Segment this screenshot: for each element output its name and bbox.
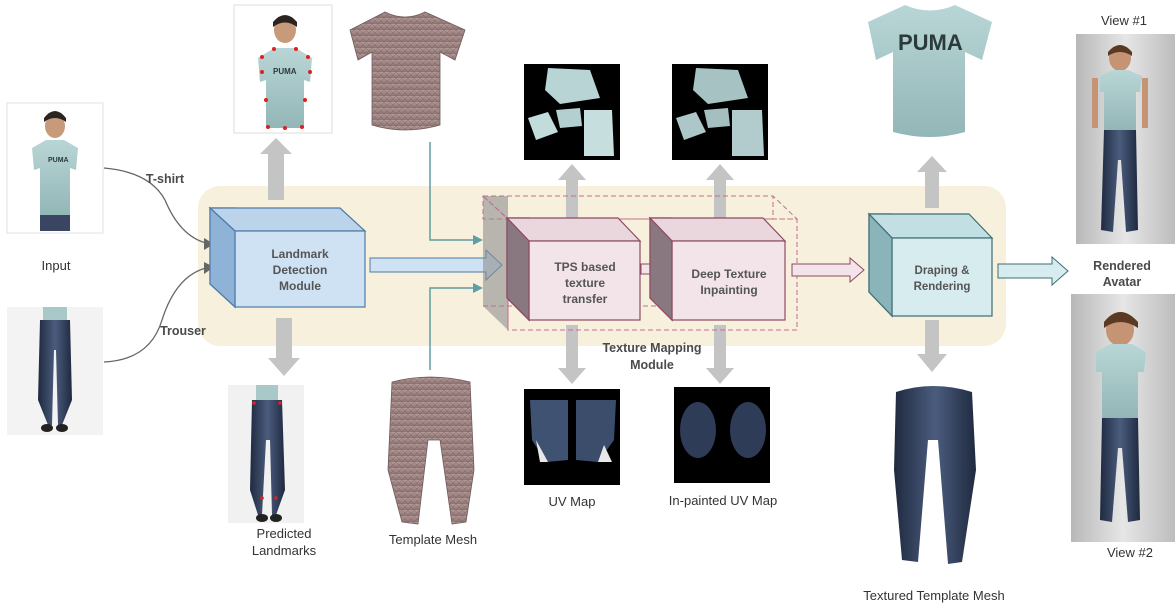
puma-logo: PUMA [898,30,963,55]
avatar-view-2 [1071,294,1175,542]
trouser-label: Trouser [160,324,206,338]
inpainted-uv-trouser [674,387,770,483]
arrowhead-tshirt [204,238,214,250]
tps-box [505,216,642,322]
predicted-landmarks-label: Predicted Landmarks [251,526,317,558]
avatar-view-1 [1076,34,1175,244]
input-arrows [103,167,207,363]
landmark-points [260,47,312,130]
tshirt-label: T-shirt [145,172,185,186]
texture-mapping-label: Texture Mapping Module [602,341,702,372]
tps-label: TPS based texture transfer [554,260,616,306]
gray-arrows [260,138,947,384]
template-mesh-tshirt [349,11,466,131]
textured-trouser [894,386,976,564]
landmark-trouser-photo [228,385,304,523]
draping-label: Draping & Rendering [913,265,971,293]
input-tshirt-photo: PUMA [6,102,104,234]
teal-arrowhead-bottom [473,283,483,293]
teal-arrowhead-top [473,235,483,245]
view2-label: View #2 [1106,545,1153,560]
landmark-module-box [208,206,367,309]
draping-box [867,212,994,318]
svg-text:PUMA: PUMA [273,67,297,76]
deep-texture-box [648,216,787,322]
input-label: Input [41,258,71,273]
arrowhead-trouser [204,262,214,274]
uv-map-label: UV Map [548,494,596,509]
svg-text:PUMA: PUMA [48,157,69,164]
uv-map-tshirt [524,64,620,160]
textured-tshirt: PUMA [868,5,992,137]
template-mesh-trouser [387,376,475,525]
template-mesh-label: Template Mesh [388,532,478,547]
input-trouser-photo [7,307,103,435]
inpainted-uv-label: In-painted UV Map [668,493,778,508]
teal-arrows [429,142,475,370]
inpainted-uv-tshirt [672,64,768,160]
arrow-texture-to-draping [791,256,865,284]
deep-texture-label: Deep Texture Inpainting [691,267,767,297]
uv-map-trouser [524,389,620,485]
textured-template-mesh-label: Textured Template Mesh [863,588,1005,603]
landmark-module-label: Landmark Detection Module [271,247,329,293]
view1-label: View #1 [1100,13,1147,28]
rendered-avatar-label: Rendered Avatar [1093,259,1151,289]
landmark-tshirt-photo: PUMA [233,4,333,134]
arrow-draping-to-avatar [997,255,1069,287]
